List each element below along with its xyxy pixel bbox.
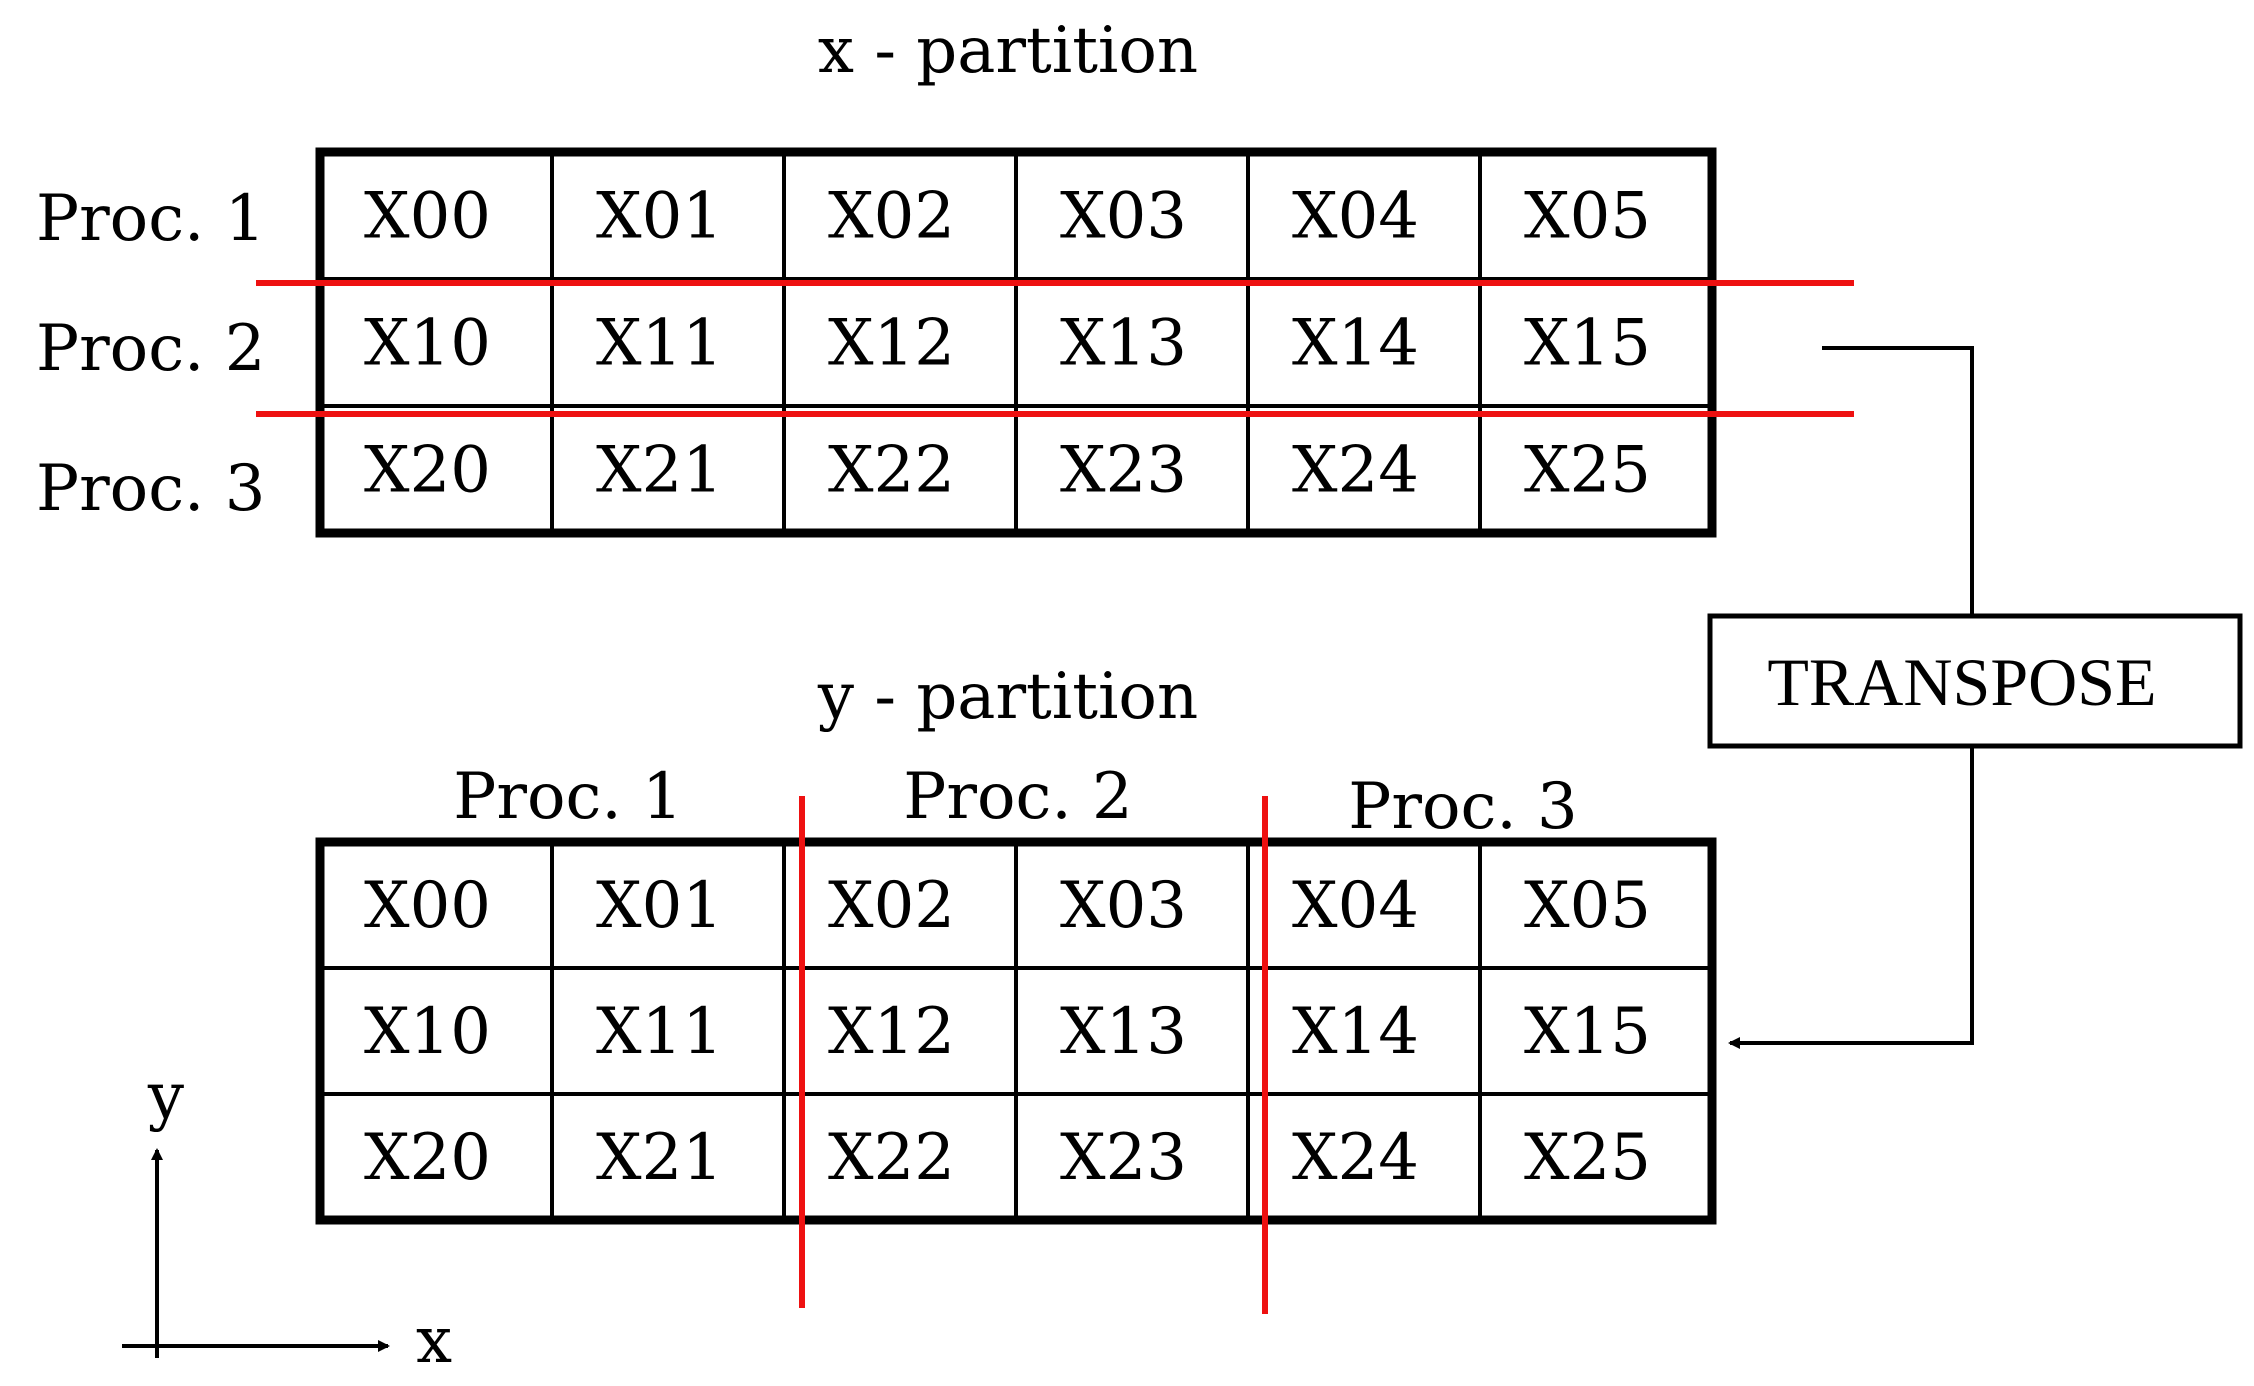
bottom-col-label-proc-1: Proc. 1 xyxy=(453,760,682,834)
transpose-connector-out xyxy=(1728,748,1974,1049)
y-partition-cell-x00: X00 xyxy=(364,869,491,943)
y-partition-cell-x23: X23 xyxy=(1060,1121,1187,1195)
x-partition-cell-x20: X20 xyxy=(364,434,491,508)
y-partition-cell-x03: X03 xyxy=(1060,869,1187,943)
transpose-connector-in xyxy=(1822,346,1974,614)
y-partition-cell-x14: X14 xyxy=(1292,995,1419,1069)
bottom-col-label-proc-3: Proc. 3 xyxy=(1348,770,1577,844)
y-partition-cell-x04: X04 xyxy=(1292,869,1419,943)
y-partition-cell-x15: X15 xyxy=(1524,995,1651,1069)
y-partition-cell-x12: X12 xyxy=(828,995,955,1069)
x-partition-cell-x21: X21 xyxy=(596,434,723,508)
x-partition-cell-x12: X12 xyxy=(828,307,955,381)
bottom-col-label-proc-2: Proc. 2 xyxy=(903,760,1132,834)
x-partition-border xyxy=(315,147,1717,538)
top-row-label-proc-1: Proc. 1 xyxy=(36,182,265,256)
x-partition-cell-x10: X10 xyxy=(364,307,491,381)
x-partition-cell-x15: X15 xyxy=(1524,307,1651,381)
x-partition-cell-x22: X22 xyxy=(828,434,955,508)
x-partition-cell-x00: X00 xyxy=(364,180,491,254)
y-partition-title: y - partition xyxy=(817,660,1198,734)
y-axis-label: y xyxy=(147,1060,184,1134)
transpose-box xyxy=(1707,613,2243,749)
top-row-label-proc-3: Proc. 3 xyxy=(36,452,265,526)
y-partition-cell-x11: X11 xyxy=(596,995,723,1069)
x-partition-cell-x11: X11 xyxy=(596,307,723,381)
y-partition-cell-x13: X13 xyxy=(1060,995,1187,1069)
y-partition-border xyxy=(315,837,1717,1225)
x-partition-cell-x14: X14 xyxy=(1292,307,1419,381)
x-partition-cell-x24: X24 xyxy=(1292,434,1419,508)
x-partition-cell-x13: X13 xyxy=(1060,307,1187,381)
y-partition-cell-x20: X20 xyxy=(364,1121,491,1195)
x-partition-cell-x04: X04 xyxy=(1292,180,1419,254)
x-partition-title: x - partition xyxy=(818,14,1198,88)
x-partition-cell-x01: X01 xyxy=(596,180,723,254)
x-partition-cell-x25: X25 xyxy=(1524,434,1651,508)
transpose-label: TRANSPOSE xyxy=(1767,644,2156,720)
x-partition-cell-x03: X03 xyxy=(1060,180,1187,254)
y-partition-cell-x10: X10 xyxy=(364,995,491,1069)
top-row-label-proc-2: Proc. 2 xyxy=(36,312,265,386)
y-partition-cell-x21: X21 xyxy=(596,1121,723,1195)
y-partition-cell-x01: X01 xyxy=(596,869,723,943)
y-partition-cell-x22: X22 xyxy=(828,1121,955,1195)
x-partition-cell-x23: X23 xyxy=(1060,434,1187,508)
x-partition-cell-x02: X02 xyxy=(828,180,955,254)
y-partition-cell-x25: X25 xyxy=(1524,1121,1651,1195)
y-partition-cell-x05: X05 xyxy=(1524,869,1651,943)
y-partition-cell-x24: X24 xyxy=(1292,1121,1419,1195)
y-partition-cell-x02: X02 xyxy=(828,869,955,943)
x-axis-label: x xyxy=(416,1304,452,1378)
x-partition-cell-x05: X05 xyxy=(1524,180,1651,254)
